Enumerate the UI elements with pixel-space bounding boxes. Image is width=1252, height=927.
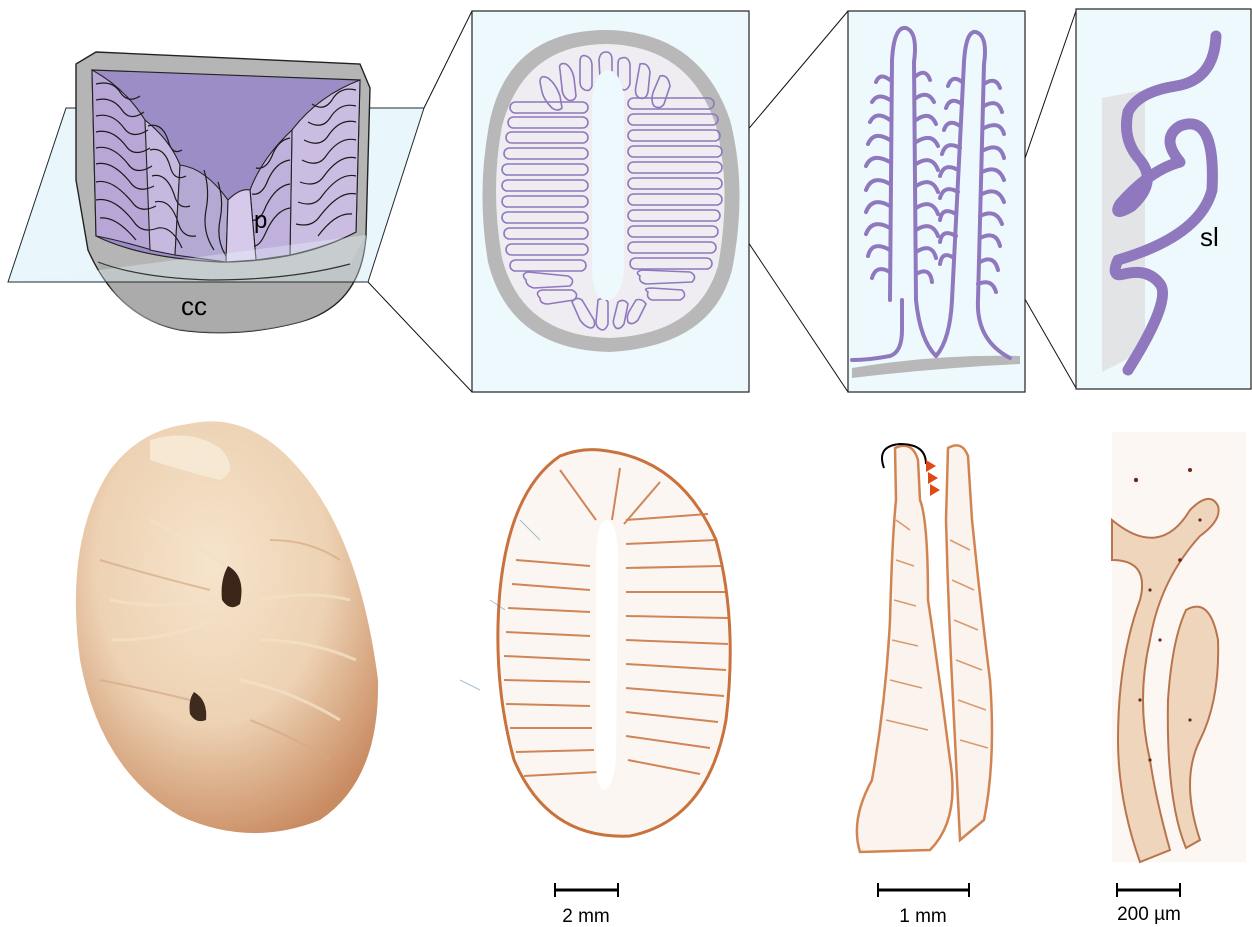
photo-crop-gross bbox=[76, 421, 378, 833]
micrograph-cross-section bbox=[460, 450, 730, 837]
schematic-3d: cc p bbox=[8, 52, 424, 333]
label-p: p bbox=[254, 207, 267, 234]
scale-bar-200um: 200 µm bbox=[1117, 883, 1181, 925]
scale-bar-label: 200 µm bbox=[1117, 904, 1181, 925]
crop-lumen-schematic bbox=[592, 70, 624, 300]
scale-bar-label: 2 mm bbox=[562, 906, 610, 927]
scale-bar-1mm: 1 mm bbox=[878, 883, 969, 927]
label-sl: sl bbox=[1200, 222, 1219, 252]
arrowheads bbox=[926, 460, 940, 496]
schematic-cross-section bbox=[472, 11, 749, 392]
schematic-single-lamella: sl bbox=[1076, 9, 1251, 389]
schematic-lamellae bbox=[848, 11, 1025, 392]
micrograph-single-lamella bbox=[1112, 432, 1246, 862]
label-cc: cc bbox=[181, 291, 207, 321]
micrograph-lamellae bbox=[857, 444, 992, 852]
scale-bar-2mm: 2 mm bbox=[555, 883, 618, 927]
scale-bar-label: 1 mm bbox=[899, 906, 947, 927]
